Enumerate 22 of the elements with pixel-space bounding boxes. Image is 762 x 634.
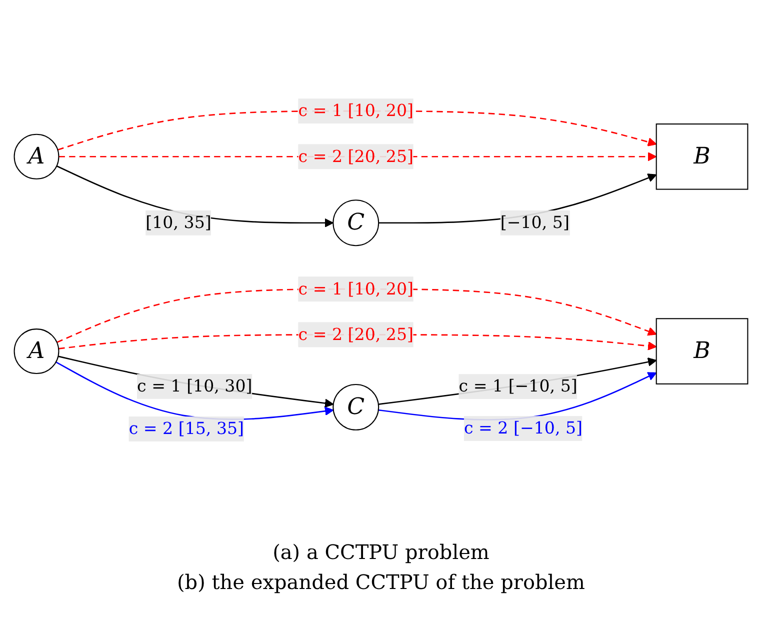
arrow bbox=[378, 372, 657, 420]
edge-label: c = 1 [10, 30] bbox=[137, 376, 252, 396]
arrow bbox=[56, 361, 334, 420]
edge-label: [10, 35] bbox=[146, 212, 212, 232]
arrow bbox=[378, 357, 657, 405]
edge-label: c = 2 [20, 25] bbox=[298, 324, 414, 344]
edge-label: c = 1 [10, 20] bbox=[298, 100, 414, 120]
node-circle: A bbox=[14, 134, 60, 180]
edge-label: c = 2 [15, 35] bbox=[128, 418, 244, 438]
edge-label: [−10, 5] bbox=[500, 212, 570, 232]
edge-label: c = 1 [−10, 5] bbox=[458, 376, 578, 396]
node-circle: A bbox=[14, 328, 60, 374]
arrow bbox=[58, 356, 334, 408]
node-box: B bbox=[656, 123, 748, 190]
node-box: B bbox=[656, 318, 748, 384]
edge-label: c = 2 [−10, 5] bbox=[464, 418, 583, 438]
edge-label: c = 1 [10, 20] bbox=[298, 278, 414, 298]
node-circle: C bbox=[332, 200, 380, 246]
subfigure-caption: (a) a CCTPU problem bbox=[272, 540, 490, 564]
node-circle: C bbox=[332, 384, 380, 430]
subfigure-caption: (b) the expanded CCTPU of the problem bbox=[177, 570, 585, 594]
edge-label: c = 2 [20, 25] bbox=[298, 146, 414, 166]
